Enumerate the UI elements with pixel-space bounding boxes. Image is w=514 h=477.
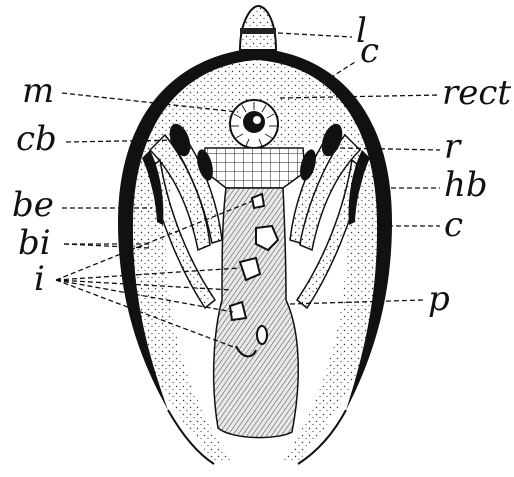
label-be: be bbox=[12, 185, 54, 225]
label-p: p bbox=[428, 279, 450, 319]
central-gridded-block bbox=[203, 148, 305, 188]
label-c-top: c bbox=[360, 31, 379, 71]
label-hb: hb bbox=[444, 165, 488, 205]
label-i: i bbox=[34, 259, 45, 299]
label-cb: cb bbox=[16, 119, 57, 159]
rectum bbox=[230, 100, 278, 148]
label-c-right: c bbox=[444, 205, 463, 245]
apical-papilla bbox=[240, 6, 276, 50]
label-m: m bbox=[22, 71, 54, 111]
label-r: r bbox=[444, 127, 462, 167]
label-rect: rect bbox=[442, 73, 511, 113]
label-bi: bi bbox=[18, 223, 51, 263]
